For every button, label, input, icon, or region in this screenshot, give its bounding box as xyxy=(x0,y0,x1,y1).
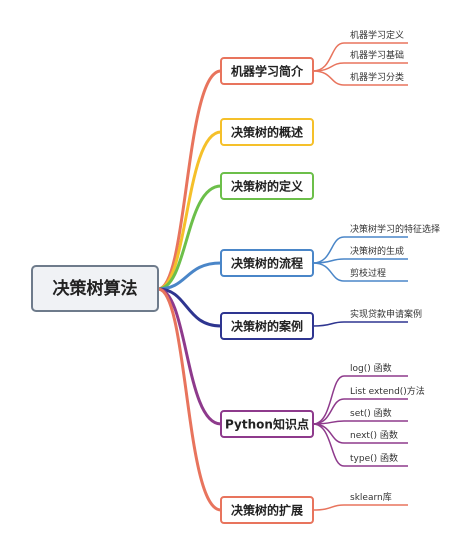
branch-box xyxy=(220,496,314,524)
branch-node[interactable]: 决策树的定义 xyxy=(220,172,314,200)
leaf-label[interactable]: 决策树学习的特征选择 xyxy=(350,223,440,235)
branch-box xyxy=(220,57,314,85)
branch-label: 决策树的扩展 xyxy=(231,503,303,518)
branch-label: 决策树的定义 xyxy=(231,179,304,194)
branch-node[interactable]: 机器学习简介 xyxy=(220,57,314,85)
branch-label: 机器学习简介 xyxy=(231,64,304,79)
branch-box xyxy=(220,410,314,438)
branch-connector xyxy=(156,261,223,291)
branch-box xyxy=(220,249,314,277)
leaf-connector xyxy=(312,70,408,86)
root-label: 决策树算法 xyxy=(53,278,138,299)
branch-label: 决策树的流程 xyxy=(231,256,303,271)
leaf-connector xyxy=(312,321,408,327)
leaf-connector xyxy=(312,262,408,282)
leaf-label[interactable]: 机器学习基础 xyxy=(350,49,404,61)
leaf-label[interactable]: log() 函数 xyxy=(350,362,392,374)
leaf-connector xyxy=(312,420,408,425)
leaf-label[interactable]: 机器学习定义 xyxy=(350,29,404,41)
root-node[interactable]: 决策树算法 xyxy=(31,265,159,312)
connector-layer xyxy=(156,42,408,512)
branch-node[interactable]: 决策树的概述 xyxy=(220,118,314,146)
branch-connector xyxy=(156,69,223,291)
branch-label: Python知识点 xyxy=(225,417,309,432)
branch-box xyxy=(220,312,314,340)
branch-node[interactable]: 决策树的案例 xyxy=(220,312,314,340)
leaf-connector xyxy=(312,236,408,264)
branch-connector xyxy=(156,130,223,291)
leaf-label[interactable]: type() 函数 xyxy=(350,452,398,464)
branch-box xyxy=(220,172,314,200)
branch-connector xyxy=(156,287,223,512)
node-layer: 决策树算法 机器学习简介机器学习定义机器学习基础机器学习分类决策树的概述决策树的… xyxy=(31,29,440,524)
branch-node[interactable]: 决策树的扩展 xyxy=(220,496,314,524)
branch-box xyxy=(220,118,314,146)
branch-label: 决策树的案例 xyxy=(231,319,303,334)
leaf-label[interactable]: set() 函数 xyxy=(350,407,392,419)
leaf-connector xyxy=(312,423,408,467)
leaf-label[interactable]: 实现贷款申请案例 xyxy=(350,308,422,320)
branch-node[interactable]: Python知识点 xyxy=(220,410,314,438)
leaf-connector xyxy=(312,258,408,264)
leaf-label[interactable]: 机器学习分类 xyxy=(350,71,404,83)
leaf-connector xyxy=(312,398,408,425)
leaf-label[interactable]: sklearn库 xyxy=(350,491,392,503)
branch-label: 决策树的概述 xyxy=(231,125,303,140)
branch-connector xyxy=(156,287,223,328)
leaf-connector xyxy=(312,375,408,425)
leaf-connector xyxy=(312,504,408,511)
branch-node[interactable]: 决策树的流程 xyxy=(220,249,314,277)
leaf-label[interactable]: List extend()方法 xyxy=(350,385,425,397)
leaf-label[interactable]: 剪枝过程 xyxy=(350,267,386,279)
leaf-label[interactable]: next() 函数 xyxy=(350,429,398,441)
leaf-label[interactable]: 决策树的生成 xyxy=(350,245,404,257)
branch-connector xyxy=(156,184,223,291)
branch-connector xyxy=(156,287,223,426)
